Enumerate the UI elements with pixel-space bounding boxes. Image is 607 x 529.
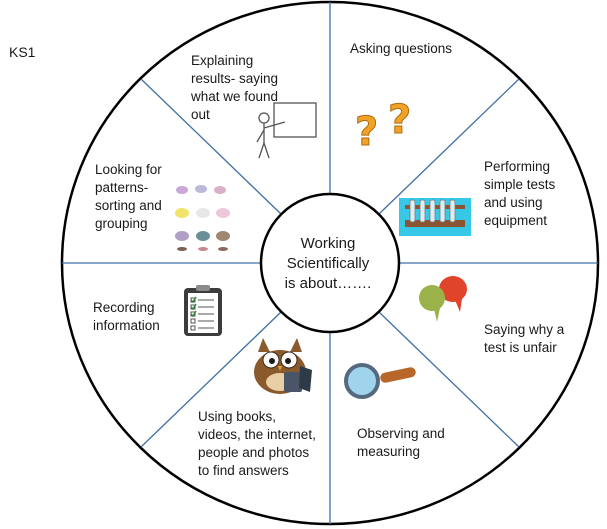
spoke-bottom-left [140, 311, 282, 448]
owl-reading-icon [254, 338, 312, 394]
test-tubes-icon [399, 198, 471, 236]
svg-text:?: ? [388, 97, 411, 143]
spoke-bottom-right [378, 311, 520, 448]
segment-label-looking-for-patterns: Looking for patterns- sorting and groupi… [95, 162, 162, 231]
segment-label-performing-tests: Performing simple tests and using equipm… [484, 159, 556, 228]
clipboard-checklist-icon [184, 285, 222, 336]
center-title: Working Scientifically is about……. [284, 235, 372, 292]
segment-label-asking-questions: Asking questions [350, 41, 453, 56]
spoke-top-left [140, 78, 282, 215]
spoke-top-right [378, 78, 520, 215]
segment-label-explaining-results: Explaining results- saying what we found… [191, 53, 279, 122]
center-circle [259, 192, 401, 334]
svg-text:?: ? [355, 109, 378, 155]
segment-label-observing-measuring: Observing and measuring [357, 426, 445, 459]
key-stage-label: KS1 [9, 44, 36, 60]
presenter-icon [256, 102, 317, 159]
spokes [62, 2, 598, 524]
question-marks-icon: ? ? [355, 97, 412, 156]
magnifying-glass-icon [344, 363, 416, 399]
sorted-birds-icon [175, 185, 230, 251]
segment-label-using-books: Using books, videos, the internet, peopl… [198, 409, 316, 478]
speech-bubbles-icon [419, 276, 467, 322]
segment-label-saying-why-unfair: Saying why a test is unfair [484, 322, 565, 355]
segment-label-recording-information: Recording information [93, 300, 160, 333]
